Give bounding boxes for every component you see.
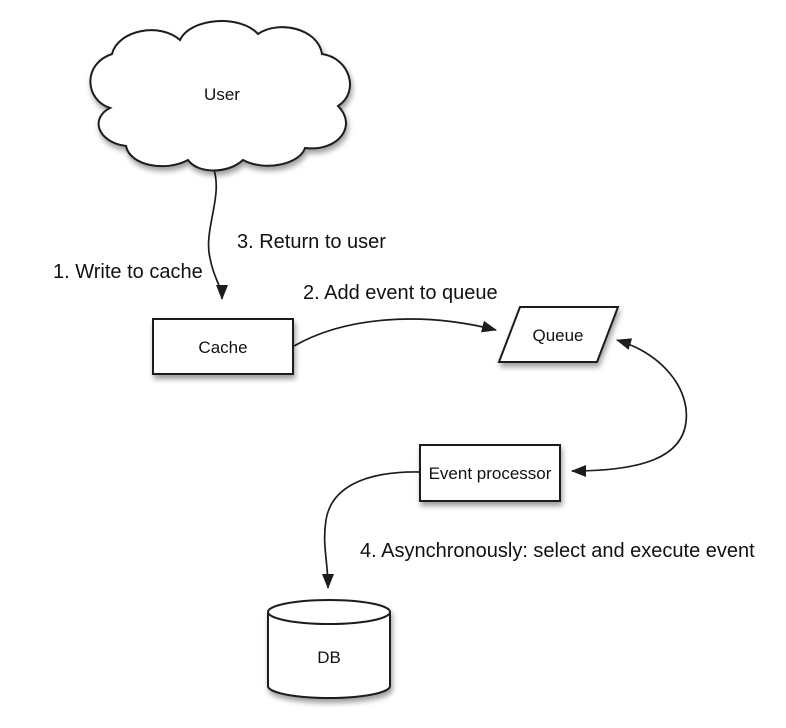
db-cylinder-body (267, 612, 391, 699)
cache-label: Cache (198, 338, 247, 357)
queue-label: Queue (532, 326, 583, 345)
user-label: User (204, 85, 240, 104)
event-processor-label: Event processor (429, 464, 552, 483)
user-cloud-shape (89, 20, 351, 172)
arrow-queue-eventprocessor-bidirectional (571, 338, 688, 477)
arrow-eventprocessor-to-db (321, 471, 421, 589)
arrow-cache-to-queue (293, 318, 497, 347)
arrow-user-to-cache (207, 166, 228, 300)
queue-parallelogram (497, 306, 620, 363)
db-label: DB (317, 648, 341, 667)
annotation-step1-write-to-cache: 1. Write to cache (53, 261, 203, 283)
db-cylinder-top (267, 599, 391, 625)
db-cylinder (267, 599, 391, 699)
annotation-step2-add-event-to-queue: 2. Add event to queue (303, 282, 498, 304)
annotation-step4-async-select-execute: 4. Asynchronously: select and execute ev… (360, 540, 755, 562)
annotation-step3-return-to-user: 3. Return to user (237, 231, 386, 253)
event-processor-box (419, 444, 561, 502)
cache-box (152, 318, 294, 375)
